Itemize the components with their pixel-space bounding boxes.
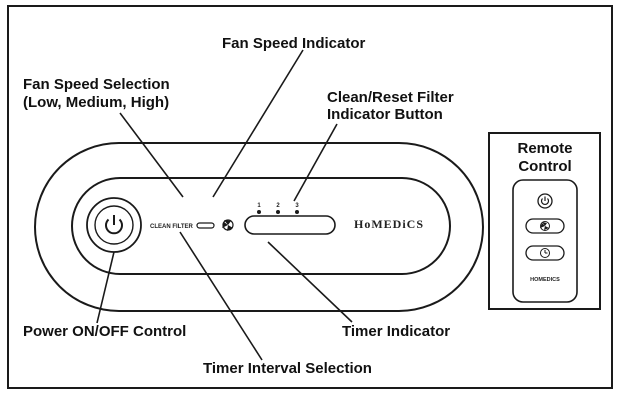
remote-body: [512, 179, 578, 303]
remote-fan-button[interactable]: [525, 218, 565, 234]
timer-interval-label: Timer Interval Selection: [203, 360, 372, 377]
clean-filter-indicator[interactable]: [196, 222, 215, 229]
leader-lines: [96, 49, 353, 361]
speed-mark-3: 3: [295, 203, 299, 209]
clean-reset-label-line1: Clean/Reset Filter: [327, 89, 454, 106]
fan-icon: [540, 222, 549, 230]
timer-indicator-label: Timer Indicator: [342, 323, 451, 340]
fan-speed-button[interactable]: [222, 219, 234, 231]
power-button[interactable]: [86, 197, 142, 253]
fan-icon: [222, 220, 233, 231]
fan-speed-selection-label-line1: Fan Speed Selection: [23, 76, 170, 93]
speed-mark-2: 2: [276, 203, 280, 209]
power-icon: [105, 215, 123, 235]
speed-led-1: [257, 210, 261, 214]
speed-mark-1: 1: [257, 203, 261, 209]
power-icon: [540, 198, 550, 205]
remote-power-button[interactable]: [537, 193, 553, 209]
remote-brand: HOMEDICS: [530, 277, 560, 283]
remote-title-line2: Control: [518, 158, 572, 175]
clean-reset-label-line2: Indicator Button: [327, 106, 443, 123]
device-brand: HoMEDiCS: [354, 217, 424, 231]
speed-led-3: [295, 210, 299, 214]
power-control-label: Power ON/OFF Control: [23, 323, 187, 340]
clean-filter-label: CLEAN FILTER: [150, 224, 194, 230]
remote-title: Remote Control: [490, 140, 600, 176]
remote-timer-button[interactable]: [525, 245, 565, 261]
timer-icon: [540, 248, 550, 258]
remote-title-line1: Remote: [517, 140, 573, 157]
fan-speed-indicator-label: Fan Speed Indicator: [222, 35, 366, 52]
timer-display: [244, 215, 336, 235]
fan-speed-selection-label-line2: (Low, Medium, High): [23, 94, 170, 111]
speed-led-2: [276, 210, 280, 214]
diagram-frame: [7, 5, 613, 389]
